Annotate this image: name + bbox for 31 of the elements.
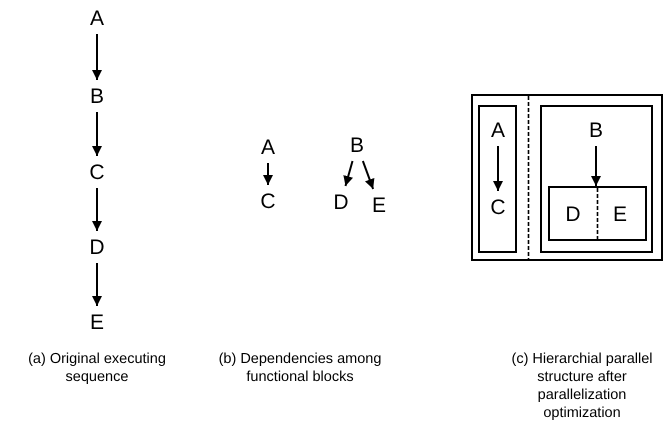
caption: (a) Original executing sequence: [27, 350, 167, 386]
block-box: [548, 186, 647, 241]
letter-label: B: [86, 83, 108, 109]
block-box: [540, 105, 653, 253]
arrow: [343, 160, 354, 186]
letter-label: E: [609, 201, 631, 227]
block-box: [478, 105, 517, 253]
letter-label: C: [487, 194, 509, 220]
letter-label: D: [330, 189, 352, 215]
arrow: [92, 188, 102, 231]
letter-label: D: [562, 201, 584, 227]
letter-label: A: [257, 134, 279, 160]
letter-label: E: [368, 192, 390, 218]
arrow: [92, 112, 102, 156]
arrow: [362, 160, 374, 190]
letter-label: A: [86, 5, 108, 31]
letter-label: D: [86, 234, 108, 260]
caption: (c) Hierarchial parallel structure after parallelization optimization: [510, 350, 654, 422]
arrow: [493, 146, 503, 191]
caption: (b) Dependencies among functional blocks: [218, 350, 382, 386]
letter-label: E: [86, 309, 108, 335]
block-box: [471, 94, 663, 261]
arrow: [92, 263, 102, 306]
letter-label: A: [487, 117, 509, 143]
arrow: [591, 146, 601, 186]
arrow: [92, 34, 102, 80]
letter-label: B: [346, 132, 368, 158]
letter-label: B: [585, 117, 607, 143]
letter-label: C: [257, 188, 279, 214]
letter-label: C: [86, 159, 108, 185]
arrow: [263, 163, 273, 185]
